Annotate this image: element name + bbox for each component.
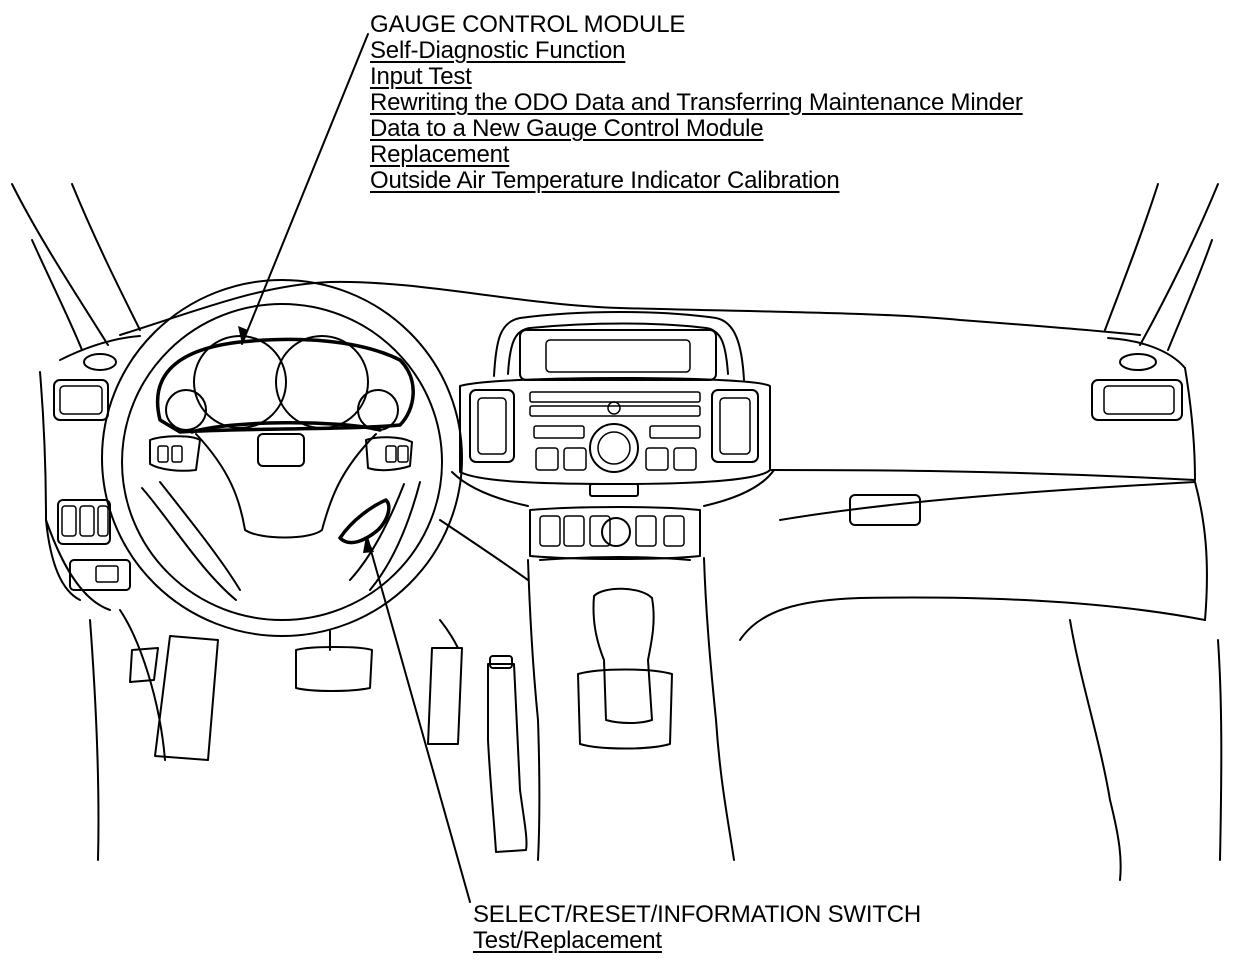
outside-air-temperature-calibration-link[interactable]: Outside Air Temperature Indicator Calibr…	[370, 167, 840, 194]
new-gauge-control-module-link[interactable]: Data to a New Gauge Control Module	[370, 115, 764, 142]
rewriting-odo-data-link[interactable]: Rewriting the ODO Data and Transferring …	[370, 89, 1023, 116]
left-a-pillar	[11, 183, 141, 351]
center-console	[459, 377, 771, 497]
dash-lower-left	[45, 519, 529, 861]
switch-callout-leader	[363, 536, 471, 903]
input-test-link[interactable]: Input Test	[370, 63, 472, 90]
left-side-vent	[53, 353, 117, 421]
select-reset-switch-callout: SELECT/RESET/INFORMATION SWITCH Test/Rep…	[473, 902, 921, 954]
right-side-vent	[1091, 353, 1183, 421]
gauge-control-module-callout: GAUGE CONTROL MODULE Self-Diagnostic Fun…	[370, 12, 1023, 194]
instrument-cluster	[155, 335, 415, 434]
gauge-callout-leader	[238, 33, 369, 345]
steering-wheel	[101, 279, 463, 637]
left-switch-panel	[45, 499, 131, 601]
self-diagnostic-function-link[interactable]: Self-Diagnostic Function	[370, 37, 626, 64]
parking-brake	[487, 655, 528, 853]
dash-lower-right	[739, 469, 1223, 881]
pedals	[129, 619, 463, 761]
dashboard-top	[39, 280, 1196, 521]
select-reset-switch-part	[338, 498, 391, 545]
replacement-link[interactable]: Replacement	[370, 141, 510, 168]
test-replacement-link[interactable]: Test/Replacement	[473, 927, 662, 954]
center-display	[493, 311, 745, 381]
console-sides	[451, 469, 775, 861]
gauge-control-module-title: GAUGE CONTROL MODULE	[370, 11, 686, 38]
right-a-pillar	[1104, 183, 1219, 351]
lower-center-panel	[529, 506, 701, 560]
shift-lever	[577, 587, 673, 750]
select-reset-switch-title: SELECT/RESET/INFORMATION SWITCH	[473, 901, 922, 928]
